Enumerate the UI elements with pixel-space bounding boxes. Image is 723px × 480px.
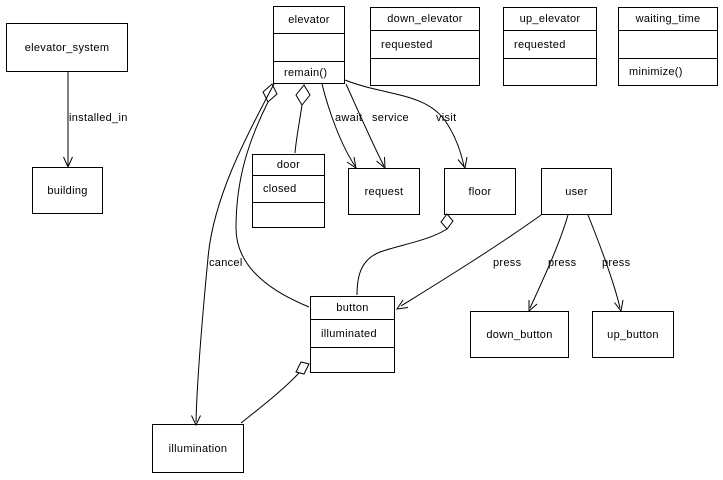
class-box-down-button: down_button xyxy=(470,311,569,358)
class-title: door xyxy=(276,159,301,171)
arrowhead-press-button xyxy=(397,300,408,309)
edge-await xyxy=(322,84,355,166)
class-operations xyxy=(504,58,596,85)
class-box-waiting-time: waiting_time minimize() xyxy=(618,7,718,86)
class-title: button xyxy=(336,302,369,314)
class-box-button: button illuminated xyxy=(310,296,395,373)
edge-visit xyxy=(345,80,464,166)
class-attributes: requested xyxy=(371,30,479,58)
class-box-request: request xyxy=(348,168,420,215)
arrowhead-cancel xyxy=(192,416,201,426)
class-operations xyxy=(311,347,394,372)
edge-label-press-down-button: press xyxy=(548,257,577,269)
class-attributes: requested xyxy=(504,30,596,58)
class-title: elevator xyxy=(288,14,330,26)
class-attributes xyxy=(619,30,717,58)
edge-press-down-button xyxy=(530,215,568,308)
class-title: up_elevator xyxy=(519,13,581,25)
edge-elevator-door xyxy=(295,105,302,153)
edge-label-cancel: cancel xyxy=(209,257,243,269)
class-box-up-button: up_button xyxy=(592,311,674,358)
edge-label-service: service xyxy=(372,112,409,124)
aggregation-diamond-elevator-door xyxy=(296,85,310,105)
edge-press-up-button xyxy=(588,215,620,308)
class-attributes: illuminated xyxy=(311,319,394,347)
class-box-elevator-system: elevator_system xyxy=(6,23,128,72)
edge-service xyxy=(346,84,384,166)
class-box-building: building xyxy=(32,167,103,214)
edge-label-press-button: press xyxy=(493,257,522,269)
class-box-door: door closed xyxy=(252,154,325,228)
class-box-user: user xyxy=(541,168,612,215)
arrowhead-service xyxy=(377,157,386,168)
class-attributes xyxy=(274,33,344,61)
class-attributes: closed xyxy=(253,175,324,202)
edge-cancel xyxy=(196,84,274,422)
edge-floor-button xyxy=(357,229,447,295)
arrowhead-visit xyxy=(458,157,467,168)
edge-press-button xyxy=(401,215,541,306)
class-operations xyxy=(371,58,479,85)
class-operations xyxy=(253,202,324,227)
arrowhead-installed-in xyxy=(64,157,73,167)
edge-label-press-up-button: press xyxy=(602,257,631,269)
class-operations: remain() xyxy=(274,61,344,83)
class-title: waiting_time xyxy=(635,13,701,25)
class-box-floor: floor xyxy=(444,168,516,215)
class-title: down_elevator xyxy=(387,13,463,25)
edge-label-visit: visit xyxy=(436,112,457,124)
edge-button-illumination xyxy=(241,373,299,423)
class-box-elevator: elevator remain() xyxy=(273,6,345,84)
edge-label-await: await xyxy=(335,112,363,124)
arrowhead-press-down-button xyxy=(529,300,537,311)
class-box-down-elevator: down_elevator requested xyxy=(370,7,480,86)
arrowhead-await xyxy=(347,157,356,168)
edge-label-installed-in: installed_in xyxy=(69,112,128,124)
aggregation-diamond-button-illumination xyxy=(296,362,309,374)
aggregation-diamond-elevator-button xyxy=(263,84,277,102)
edge-elevator-button xyxy=(236,102,309,307)
class-box-up-elevator: up_elevator requested xyxy=(503,7,597,86)
class-operations: minimize() xyxy=(619,58,717,85)
aggregation-diamond-floor-button xyxy=(441,214,453,229)
arrowhead-press-up-button xyxy=(615,300,624,311)
class-box-illumination: illumination xyxy=(152,424,244,473)
